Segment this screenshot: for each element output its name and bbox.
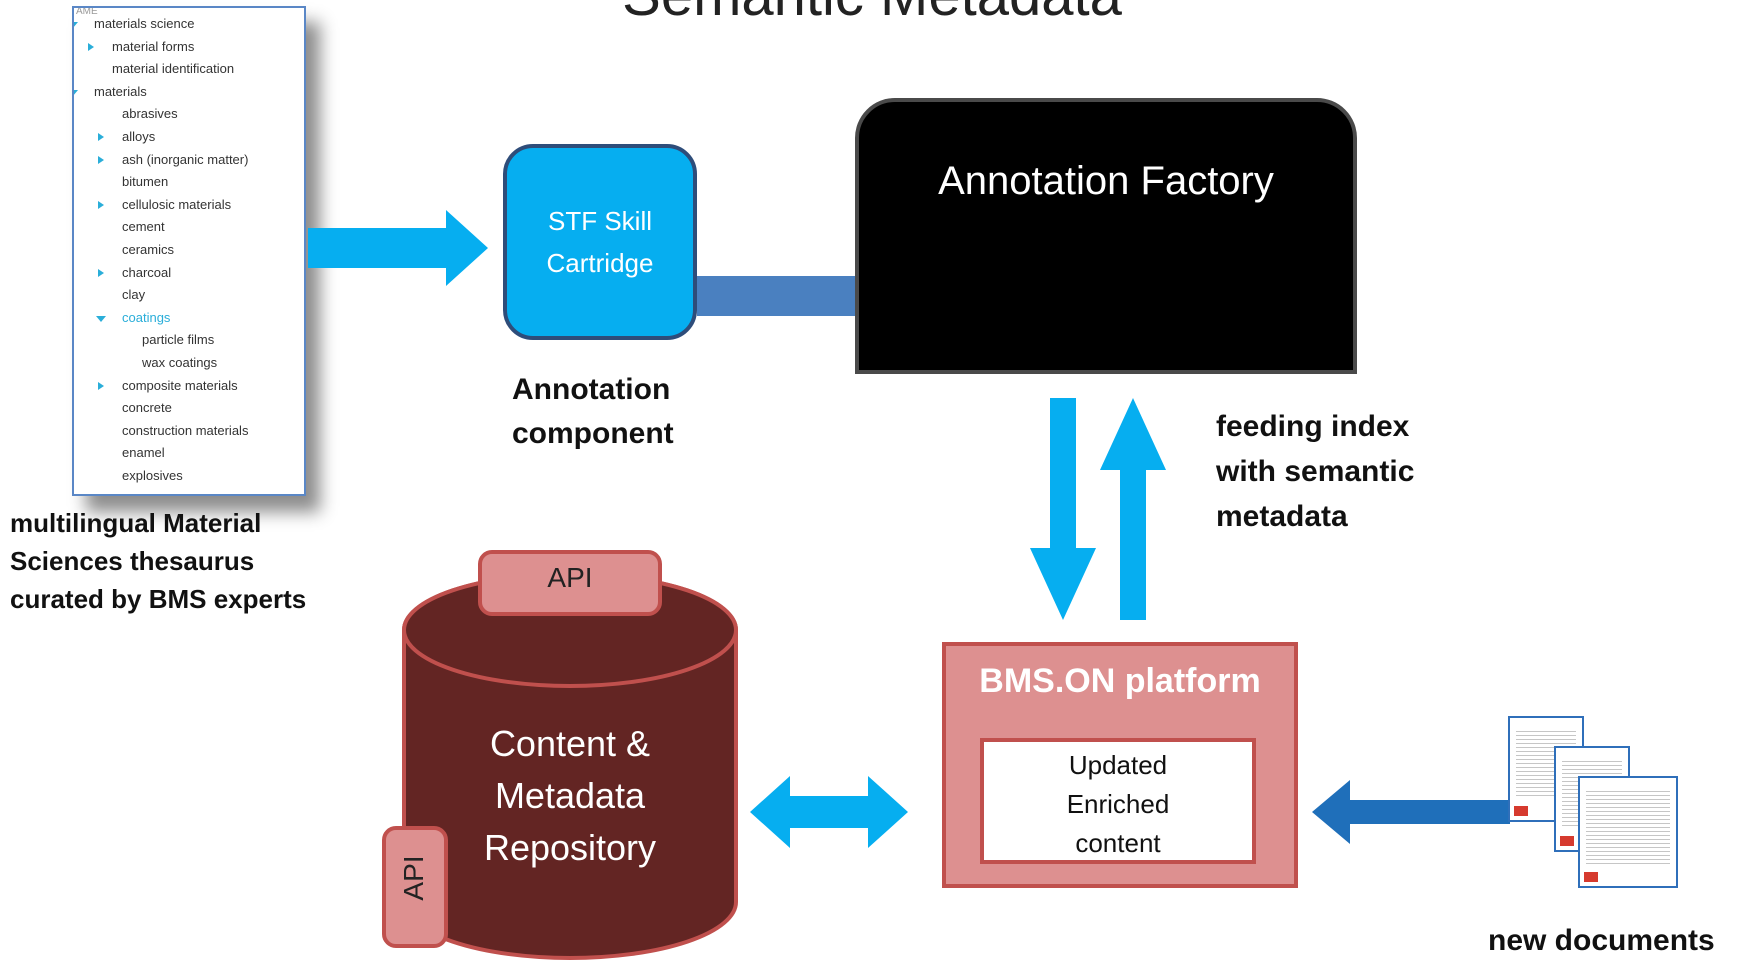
thesaurus-item[interactable]: construction materials bbox=[122, 422, 249, 438]
api-side-label: API bbox=[398, 855, 429, 901]
feeding-index-line: feeding index bbox=[1216, 410, 1410, 443]
api-side-tab bbox=[382, 826, 448, 948]
factory-to-platform-arrow bbox=[1030, 398, 1096, 620]
expand-arrow-icon[interactable] bbox=[88, 42, 94, 51]
thesaurus-item[interactable]: cellulosic materials bbox=[122, 196, 232, 212]
thesaurus-caption-line: Sciences thesaurus bbox=[10, 546, 255, 576]
stf-factory-connector bbox=[697, 276, 855, 316]
thesaurus-item[interactable]: ceramics bbox=[122, 242, 175, 257]
feeding-index-caption: feeding index with semantic metadata bbox=[1216, 404, 1414, 539]
thesaurus-caption-line: curated by BMS experts bbox=[10, 584, 307, 614]
repository-label: Content & Metadata Repository bbox=[430, 718, 710, 874]
expand-arrow-icon[interactable] bbox=[98, 155, 104, 164]
thesaurus-tree-panel: AME materials science material forms mater… bbox=[72, 6, 306, 496]
stf-box-line: STF Skill bbox=[548, 206, 652, 236]
repository-label-line: Metadata bbox=[494, 775, 646, 816]
new-documents-stack bbox=[1508, 716, 1684, 900]
platform-to-factory-arrow bbox=[1100, 398, 1166, 620]
repository-label-line: Content & bbox=[489, 723, 651, 764]
stf-box-line: Cartridge bbox=[546, 248, 654, 278]
repository-label-line: Repository bbox=[483, 827, 657, 868]
thesaurus-item[interactable]: abrasives bbox=[122, 106, 178, 122]
documents-to-platform-arrow bbox=[1312, 780, 1510, 844]
annotation-component-line: Annotation bbox=[512, 373, 671, 406]
thesaurus-item[interactable]: coatings bbox=[122, 309, 171, 325]
thesaurus-item[interactable]: concrete bbox=[122, 400, 172, 416]
thesaurus-item[interactable]: charcoal bbox=[122, 264, 172, 280]
thesaurus-to-stf-arrow bbox=[308, 210, 488, 286]
expand-arrow-icon[interactable] bbox=[98, 133, 104, 141]
collapse-arrow-icon[interactable] bbox=[74, 22, 78, 28]
thesaurus-item[interactable]: alloys bbox=[122, 129, 156, 144]
stf-skill-cartridge-box: STF Skill Cartridge bbox=[503, 144, 697, 340]
thesaurus-item[interactable]: materials science bbox=[94, 16, 195, 31]
enriched-content-box: Updated Enriched content bbox=[980, 738, 1256, 864]
api-top-tab bbox=[478, 550, 662, 616]
thesaurus-item[interactable]: material identification bbox=[112, 61, 235, 77]
thesaurus-item[interactable]: particle films bbox=[142, 332, 215, 348]
thesaurus-item[interactable]: ash (inorganic matter) bbox=[122, 151, 249, 167]
api-top-label: API bbox=[547, 562, 593, 593]
diagram-title: Semantic Metadata bbox=[0, 0, 1744, 29]
thesaurus-caption-line: multilingual Material bbox=[10, 508, 262, 538]
platform-title: BMS.ON platform bbox=[979, 662, 1261, 700]
thesaurus-item[interactable]: clay bbox=[122, 287, 146, 303]
feeding-index-line: metadata bbox=[1216, 500, 1348, 533]
collapse-arrow-icon[interactable] bbox=[96, 315, 106, 322]
thesaurus-item[interactable]: bitumen bbox=[122, 174, 169, 190]
annotation-component-line: component bbox=[512, 417, 674, 450]
expand-arrow-icon[interactable] bbox=[98, 200, 104, 209]
thesaurus-item[interactable]: wax coatings bbox=[142, 355, 218, 370]
enriched-content-line: Enriched bbox=[1066, 789, 1170, 819]
repository-platform-double-arrow bbox=[750, 776, 908, 848]
thesaurus-caption: multilingual Material Sciences thesaurus… bbox=[10, 504, 306, 618]
enriched-content-line: content bbox=[1075, 828, 1161, 858]
collapse-arrow-icon[interactable] bbox=[74, 89, 78, 96]
annotation-component-caption: Annotation component bbox=[512, 368, 674, 456]
expand-arrow-icon[interactable] bbox=[98, 381, 104, 390]
thesaurus-item[interactable]: cement bbox=[122, 219, 165, 235]
bms-on-platform-box: BMS.ON platform Updated Enriched content bbox=[942, 642, 1298, 888]
annotation-factory-box: Annotation Factory bbox=[855, 98, 1357, 374]
thesaurus-item[interactable]: enamel bbox=[122, 445, 165, 461]
thesaurus-corner-label: AME bbox=[76, 6, 98, 17]
document-icon bbox=[1578, 776, 1678, 888]
enriched-content-line: Updated bbox=[1068, 750, 1168, 780]
thesaurus-item[interactable]: explosives bbox=[122, 468, 183, 483]
new-documents-caption: new documents bbox=[1488, 924, 1715, 957]
feeding-index-line: with semantic bbox=[1216, 455, 1415, 488]
annotation-factory-label: Annotation Factory bbox=[938, 158, 1274, 203]
thesaurus-item[interactable]: composite materials bbox=[122, 377, 238, 393]
thesaurus-item[interactable]: materials bbox=[94, 83, 147, 99]
thesaurus-item[interactable]: material forms bbox=[112, 38, 195, 54]
expand-arrow-icon[interactable] bbox=[98, 268, 104, 277]
